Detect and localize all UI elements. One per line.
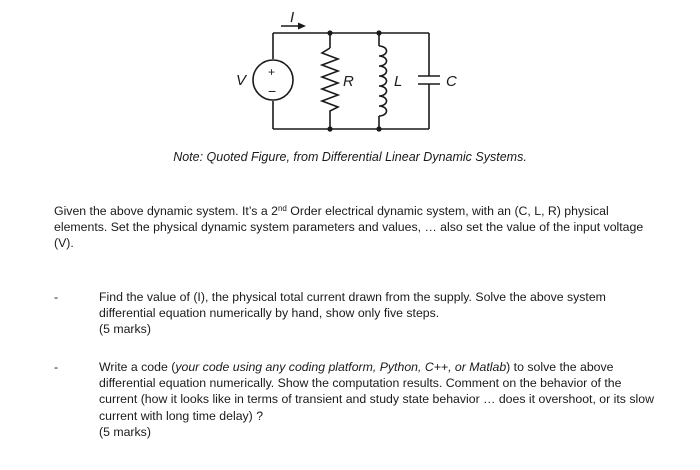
task-2-text: Write a code (your code using any coding…	[99, 359, 654, 424]
current-arrow-head	[298, 22, 306, 30]
intro-paragraph: Given the above dynamic system. It’s a 2…	[54, 203, 654, 252]
junction-dot	[327, 30, 333, 36]
resistor-label: R	[343, 73, 354, 90]
task-item-1: - Find the value of (I), the physical to…	[54, 289, 654, 338]
voltage-label: V	[236, 72, 248, 89]
task-2-text-b: ) to solve the above differential equati…	[99, 360, 654, 423]
current-label: I	[290, 9, 294, 26]
task-2-text-italic: your code using any coding platform, Pyt…	[175, 360, 507, 374]
voltage-source	[252, 59, 294, 101]
task-2-text-a: Write a code (	[99, 360, 176, 374]
junction-dot	[376, 30, 382, 36]
task-item-2: - Write a code (your code using any codi…	[54, 359, 654, 440]
task-1-text: Find the value of (I), the physical tota…	[99, 290, 606, 321]
junction-dot	[376, 126, 382, 132]
source-plus-sign: +	[268, 65, 275, 79]
junction-dot	[327, 126, 333, 132]
resistor-zigzag	[319, 47, 341, 129]
capacitor-label: C	[446, 73, 457, 90]
task-2-marks: (5 marks)	[99, 424, 151, 439]
source-minus-sign: −	[268, 83, 276, 99]
task-1-marks: (5 marks)	[99, 322, 151, 337]
intro-superscript: nd	[277, 204, 287, 213]
list-dash: -	[54, 290, 59, 304]
intro-text-a: Given the above dynamic system. It’s a 2	[54, 204, 278, 218]
inductor-label: L	[394, 73, 402, 90]
intro-text-b: Order electrical dynamic system, with an…	[54, 204, 644, 251]
list-dash: -	[54, 360, 59, 374]
circuit-diagram: I V + − R L C	[236, 9, 457, 132]
figure-caption: Note: Quoted Figure, from Differential L…	[173, 150, 527, 164]
inductor-coil	[378, 45, 388, 117]
